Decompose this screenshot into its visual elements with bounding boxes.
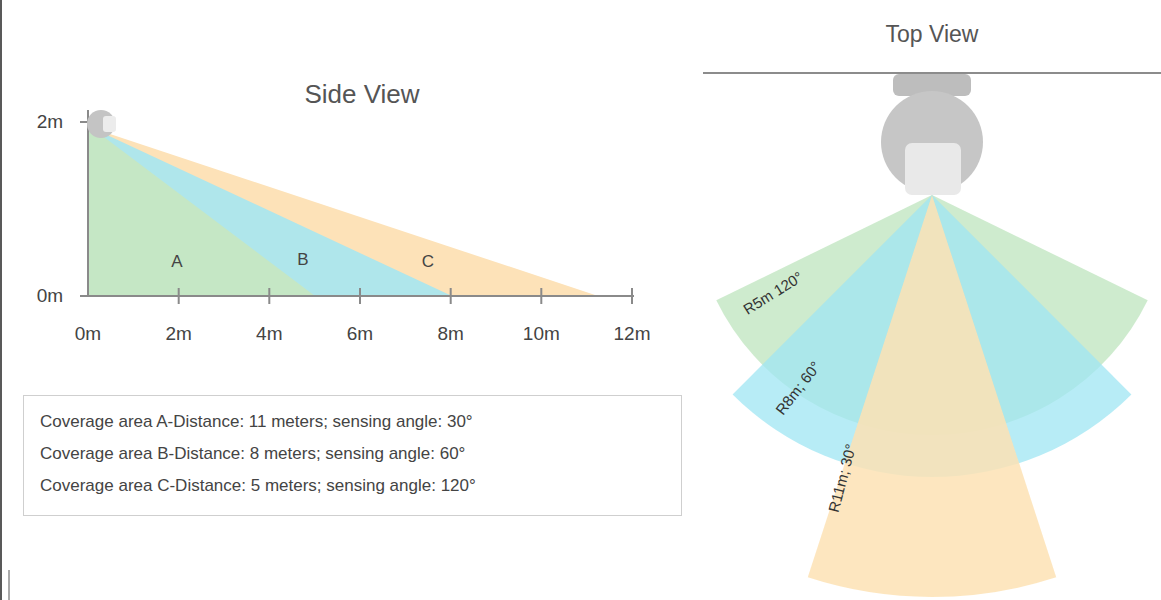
frame-line	[9, 570, 10, 600]
area-letter: C	[422, 252, 434, 272]
axis-label: 8m	[437, 323, 463, 345]
axis-label: 0m	[37, 285, 63, 307]
axis-label: 6m	[347, 323, 373, 345]
y-axis	[87, 110, 89, 296]
sensor-window	[905, 143, 961, 195]
x-ticks	[179, 288, 632, 304]
view-title: Top View	[886, 21, 979, 47]
sector-group	[716, 195, 1147, 597]
coverage-b-area	[88, 128, 452, 296]
coverage-c-area	[88, 128, 598, 296]
x-axis	[80, 295, 634, 297]
legend-box: Coverage area A-Distance: 11 meters; sen…	[23, 395, 682, 516]
coverage-note: Coverage area A-Distance: 11 meters; sen…	[40, 406, 665, 438]
wall-line	[703, 72, 1161, 74]
sector-11m	[808, 195, 1056, 597]
axis-label: 4m	[256, 323, 282, 345]
y-tick	[80, 121, 88, 123]
coverage-note: Coverage area B-Distance: 8 meters; sens…	[40, 438, 665, 470]
axis-label: 10m	[523, 323, 560, 345]
area-letter: B	[297, 250, 308, 270]
sensor-icon	[87, 110, 115, 138]
axis-label: 2m	[165, 323, 191, 345]
axis-label: 0m	[75, 323, 101, 345]
coverage-a-area	[88, 128, 315, 296]
area-letter: A	[171, 252, 182, 272]
frame-line	[0, 0, 2, 600]
axis-label: 2m	[37, 111, 63, 133]
axis-label: 12m	[614, 323, 651, 345]
sensor-window	[103, 116, 116, 132]
view-title: Side View	[304, 80, 419, 110]
coverage-note: Coverage area C-Distance: 5 meters; sens…	[40, 470, 665, 502]
